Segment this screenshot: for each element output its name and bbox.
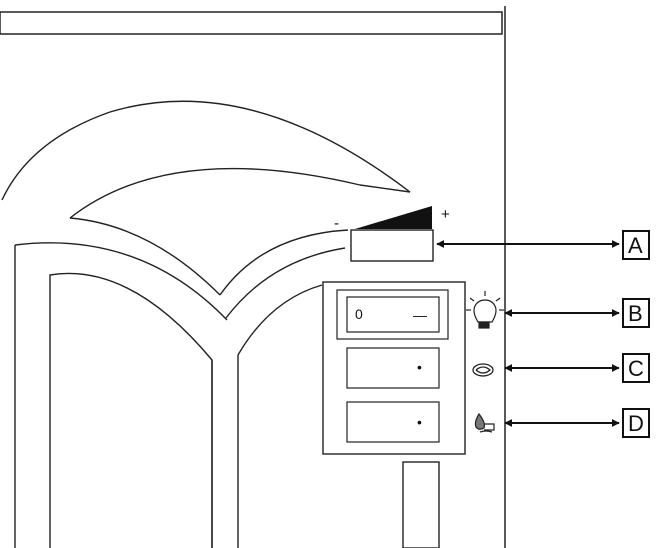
- arch-top-edge: [359, 184, 411, 193]
- arch-left-upper-curve: [69, 217, 221, 296]
- slider-plus-label: +: [441, 206, 450, 223]
- fan-switch-indicator: •: [417, 359, 422, 375]
- callout-c: C: [622, 353, 650, 383]
- light-switch-rocker[interactable]: [346, 296, 440, 333]
- callout-d: D: [622, 408, 650, 438]
- callout-b-label: B: [628, 301, 643, 326]
- arch-right-curve: [225, 247, 346, 319]
- arch-left-lower-curve: [14, 242, 228, 321]
- water-tap-icon: [474, 412, 495, 433]
- dimmer-slider-ramp[interactable]: [355, 206, 432, 229]
- light-bulb-icon: [466, 291, 504, 329]
- light-switch-on-label: —: [413, 307, 427, 323]
- top-frame-bar: [0, 11, 503, 35]
- tap-switch-indicator: •: [417, 414, 422, 430]
- door-handle-slot: [402, 461, 440, 548]
- slider-minus-label: -: [334, 215, 339, 232]
- arch-inner-curve: [69, 167, 361, 219]
- callout-a: A: [622, 230, 650, 260]
- fan-icon: [472, 363, 494, 377]
- tap-switch-frame: [346, 401, 440, 443]
- fan-switch-frame: [346, 347, 440, 389]
- callout-b: B: [622, 298, 650, 328]
- right-window-top: [237, 284, 323, 356]
- callout-a-label: A: [628, 233, 643, 258]
- arch-outer-curve: [1, 100, 411, 201]
- light-switch[interactable]: 0 —: [336, 289, 449, 340]
- arch-right-upper-curve: [219, 229, 349, 296]
- light-switch-frame: [336, 289, 449, 340]
- fan-switch[interactable]: •: [346, 347, 440, 389]
- dimmer-display-box[interactable]: [350, 229, 434, 262]
- arch-structure: [1, 100, 411, 548]
- left-window-top: [49, 272, 213, 548]
- callout-d-label: D: [628, 411, 644, 436]
- light-switch-off-label: 0: [355, 306, 363, 322]
- tap-switch[interactable]: •: [346, 401, 440, 443]
- callout-c-label: C: [628, 356, 644, 381]
